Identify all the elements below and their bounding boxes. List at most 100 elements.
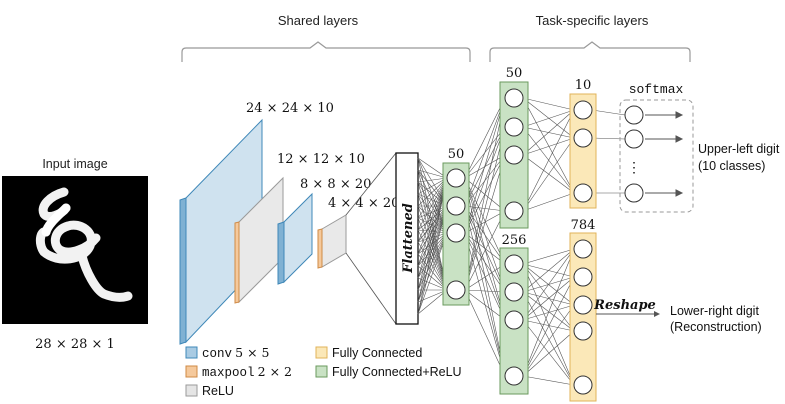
connection-line	[417, 177, 448, 231]
softmax-label: softmax	[629, 82, 684, 97]
connection-line	[522, 319, 575, 332]
connection-line	[522, 137, 575, 156]
connection-line	[522, 109, 575, 156]
upper-output-label-line2: (10 classes)	[698, 159, 765, 173]
connection-line	[417, 177, 448, 291]
lower-out-size-label: 784	[571, 218, 596, 233]
task-specific-brace	[489, 41, 691, 62]
legend-relu-label: ReLU	[202, 384, 234, 398]
connection-line	[522, 192, 575, 212]
connection-line	[417, 253, 448, 291]
legend-fc-swatch	[315, 346, 328, 359]
connection-line	[464, 126, 506, 234]
connection-line	[417, 177, 448, 183]
connection-line	[522, 276, 575, 321]
input-dims-label: 28 × 28 × 1	[35, 337, 115, 352]
connection-line	[417, 177, 448, 255]
connection-line	[417, 177, 448, 267]
connection-line	[522, 248, 575, 265]
legend-maxpool-label: maxpool 2 × 2	[202, 364, 292, 380]
conv1-dims-label: 24 × 24 × 10	[246, 101, 334, 116]
connection-line	[522, 97, 575, 194]
connection-line	[417, 232, 448, 315]
connection-line	[522, 109, 575, 212]
funnel-line	[345, 252, 397, 325]
conv2-dims-label: 8 × 8 × 20	[300, 177, 371, 192]
connection-line	[417, 205, 448, 231]
shared-fc-neuron	[446, 223, 466, 243]
connection-line	[417, 205, 448, 315]
lower-out-neuron	[573, 295, 593, 315]
connection-line	[417, 205, 448, 255]
connection-line	[417, 205, 448, 279]
legend-fc-relu-swatch	[315, 365, 328, 378]
reshape-label: Reshape	[593, 298, 656, 313]
legend-relu-swatch	[185, 384, 198, 397]
connection-line	[522, 375, 575, 386]
pool2-volume	[317, 214, 347, 269]
connection-line	[417, 177, 448, 303]
connection-line	[464, 210, 506, 291]
connection-line	[464, 232, 506, 293]
connection-line	[417, 169, 448, 179]
connection-line	[522, 291, 575, 332]
connection-line	[522, 248, 575, 293]
shared-layers-brace	[181, 41, 471, 62]
connection-line	[522, 248, 575, 377]
connection-line	[464, 289, 506, 321]
lower-out-neuron	[573, 321, 593, 341]
connection-line	[464, 97, 506, 291]
connection-line	[417, 177, 448, 279]
lower-out-box	[569, 232, 597, 402]
softmax-neuron	[624, 129, 644, 149]
upper-hidden-neuron	[504, 145, 524, 165]
connection-line	[464, 232, 506, 265]
legend-fc-label: Fully Connected	[332, 346, 422, 360]
flattened-box	[395, 152, 419, 325]
funnel-line	[345, 152, 397, 216]
upper-out-neuron	[573, 128, 593, 148]
connection-line	[591, 109, 626, 116]
lower-output-label-line1: Lower-right digit	[670, 304, 759, 318]
connection-line	[417, 241, 448, 291]
connection-line	[417, 193, 448, 207]
input-image-title: Input image	[42, 157, 107, 171]
connection-line	[417, 177, 448, 195]
connection-line	[464, 289, 506, 293]
connection-line	[522, 109, 575, 128]
connection-line	[464, 289, 506, 377]
lower-out-neuron	[573, 239, 593, 259]
flattened-label: Flattened	[401, 203, 416, 274]
connection-line	[417, 177, 448, 243]
conv2-volume	[277, 192, 313, 285]
upper-out-neuron	[573, 100, 593, 120]
connection-line	[522, 276, 575, 377]
legend-conv-label: conv 5 × 5	[202, 345, 269, 361]
connection-line	[464, 205, 506, 293]
connection-line	[417, 205, 448, 303]
connection-line	[522, 304, 575, 377]
shared-fc-size-label: 50	[448, 147, 465, 162]
upper-out-neuron	[573, 183, 593, 203]
lower-hidden-neuron	[504, 366, 524, 386]
upper-hidden-neuron	[504, 88, 524, 108]
connection-line	[417, 229, 448, 234]
connection-line	[464, 97, 506, 179]
connection-line	[464, 97, 506, 207]
connection-line	[417, 177, 448, 315]
softmax-arrows	[645, 111, 684, 197]
connection-line	[464, 126, 506, 291]
connection-line	[464, 232, 506, 377]
lower-output-label-line2: (Reconstruction)	[670, 320, 762, 334]
connection-line	[417, 177, 448, 207]
connection-line	[417, 177, 448, 219]
connection-line	[417, 205, 448, 267]
connection-line	[464, 263, 506, 291]
upper-hidden-size-label: 50	[506, 66, 523, 81]
connection-line	[464, 232, 506, 321]
legend-conv-swatch	[185, 346, 198, 359]
shared-layers-header: Shared layers	[278, 13, 359, 28]
lower-out-neuron	[573, 375, 593, 395]
connection-line	[522, 137, 575, 212]
